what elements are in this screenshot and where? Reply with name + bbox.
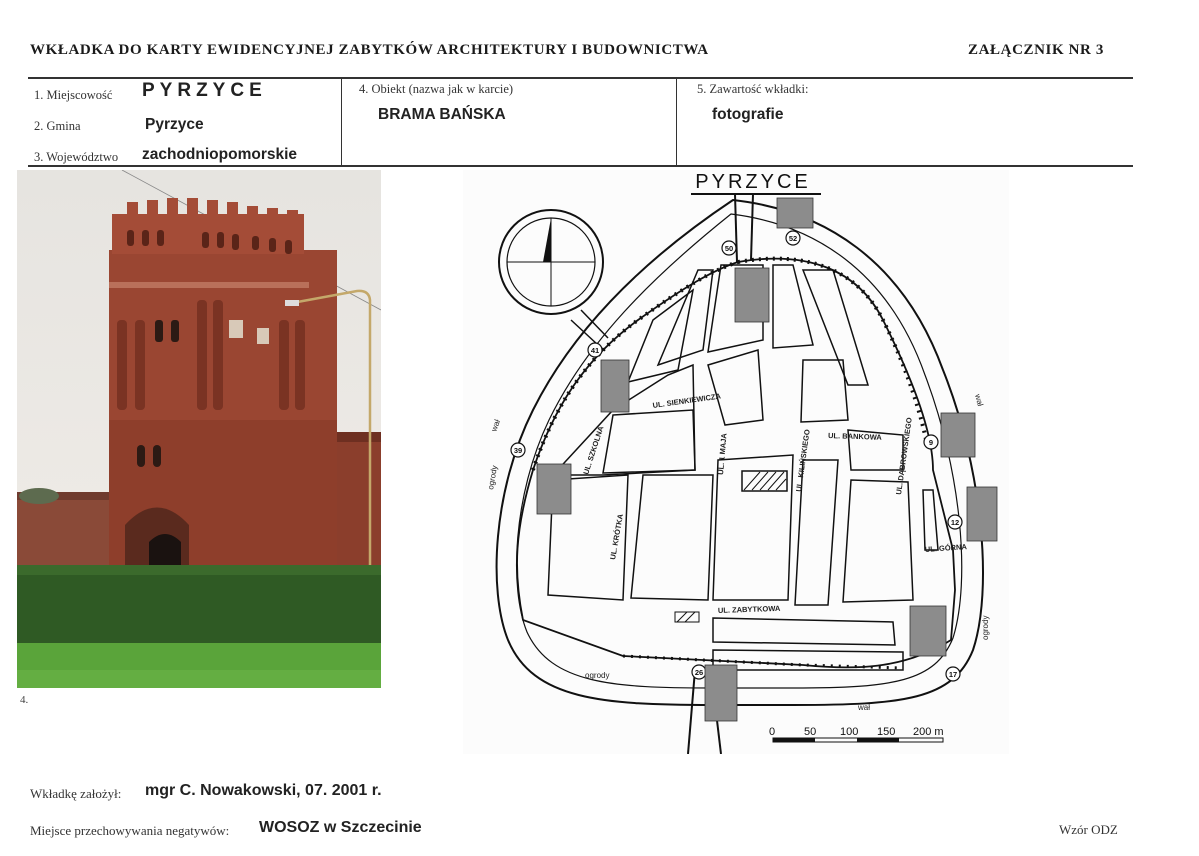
tower-marker [587, 342, 603, 358]
storage-value: WOSOZ w Szczecinie [259, 819, 422, 836]
gate-photo [17, 169, 382, 688]
header-rule [28, 77, 1133, 79]
street-gorna: UL. GÓRNA [925, 542, 968, 554]
map-title: PYRZYCE [695, 171, 810, 193]
scale-200: 200 m [913, 726, 944, 738]
tower-marker [785, 230, 801, 246]
area-ogrody-bottom: ogrody [585, 671, 609, 680]
content-value: fotografie [712, 106, 784, 123]
object-label: 4. Obiekt (nazwa jak w karcie) [359, 82, 514, 96]
voivodeship-value: zachodniopomorskie [142, 146, 298, 163]
tower-marker-label: 39 [514, 446, 522, 455]
street-sienkiewicza: UL. SIENKIEWICZA [652, 391, 722, 410]
tower-marker-label: 9 [929, 438, 933, 447]
street-bankowa: UL. BANKOWA [828, 431, 883, 442]
commune-value: Pyrzyce [145, 116, 204, 133]
commune-label: 2. Gmina [34, 119, 81, 133]
field-divider-2 [676, 78, 677, 166]
tower-marker [721, 240, 737, 256]
locality-value: PYRZYCE [142, 80, 267, 101]
founded-value: mgr C. Nowakowski, 07. 2001 r. [145, 782, 382, 799]
area-wal-bottom: wał [857, 703, 870, 712]
area-wal-right: wał [973, 392, 985, 407]
tower-marker [947, 514, 963, 530]
scale-100: 100 [840, 726, 858, 738]
scale-0: 0 [769, 726, 775, 738]
annex-label: ZAŁĄCZNIK NR 3 [968, 42, 1104, 58]
tower-marker-label: 12 [951, 518, 959, 527]
photo-caption: 4. [20, 694, 29, 706]
locality-label: 1. Miejscowość [34, 88, 113, 102]
town-map: PYRZYCE [463, 170, 1009, 755]
tower-marker-label: 41 [591, 346, 599, 355]
founded-label: Wkładkę założył: [30, 786, 122, 801]
voivodeship-label: 3. Województwo [34, 150, 119, 164]
compass-icon [498, 209, 604, 315]
document-title: WKŁADKA DO KARTY EWIDENCYJNEJ ZABYTKÓW A… [30, 42, 709, 58]
scale-150: 150 [877, 726, 895, 738]
street-maja: UL. 1 MAJA [716, 432, 729, 475]
content-label: 5. Zawartość wkładki: [697, 82, 809, 96]
tower-marker-label: 52 [789, 234, 797, 243]
scale-50: 50 [804, 726, 816, 738]
area-ogrody-right: ogrody [981, 616, 990, 640]
tower-marker [923, 434, 939, 450]
tower-marker [945, 666, 961, 682]
area-wal-left: wał [489, 418, 502, 434]
tower-marker [510, 442, 526, 458]
street-krotka: UL. KRÓTKA [608, 513, 625, 561]
field-divider-1 [341, 78, 342, 166]
tower-marker-label: 17 [949, 670, 957, 679]
street-dabrowskiego: UL. DĄBROWSKIEGO [894, 417, 914, 496]
street-zabytkowa: UL. ZABYTKOWA [718, 604, 781, 615]
storage-label: Miejsce przechowywania negatywów: [30, 823, 230, 838]
object-value: BRAMA BAŃSKA [378, 106, 506, 123]
area-ogrody-left: ogrody [486, 465, 499, 491]
tower-marker-label: 26 [695, 668, 703, 677]
tower-marker-label: 50 [725, 244, 733, 253]
fields-bottom-rule [28, 165, 1133, 167]
template-label: Wzór ODZ [1059, 822, 1118, 837]
